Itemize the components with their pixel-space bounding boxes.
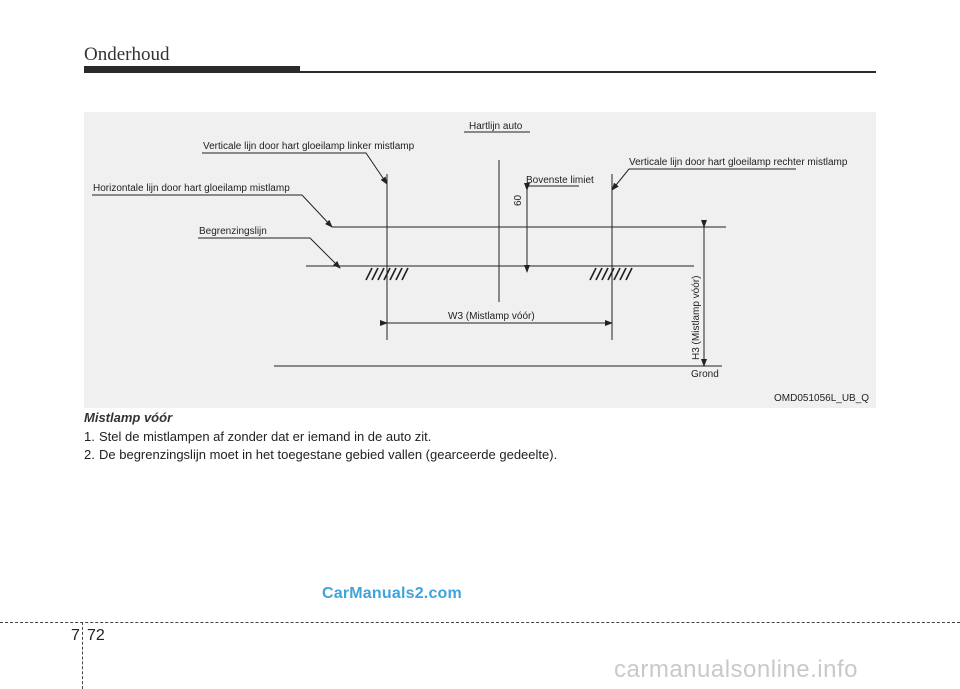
instruction-step-1: 1. Stel de mistlampen af zonder dat er ie… [84,429,431,444]
step-text: Stel de mistlampen af zonder dat er iema… [99,429,432,444]
page-number: 72 [87,627,105,644]
cutoff-leader [198,237,341,269]
vertical-left-label: Verticale lijn door hart gloeilamp linke… [203,141,415,152]
chapter-number: 7 [71,627,80,644]
site-watermark: carmanualsonline.info [614,656,858,683]
hatched-area-right [589,267,633,281]
step-number: 2. [84,447,95,462]
horizontal-label: Horizontale lijn door hart gloeilamp mis… [93,183,290,194]
footer-vertical-divider [82,622,83,689]
cutoff-label: Begrenzingslijn [199,226,267,237]
h3-label: H3 (Mistlamp vóór) [691,276,702,360]
figure-caption: Mistlamp vóór [84,410,173,425]
upper-limit-label: Bovenste limiet [526,175,594,186]
section-title: Onderhoud [84,44,170,65]
ground-label: Grond [691,369,719,380]
header-bar [84,66,300,73]
w3-label: W3 (Mistlamp vóór) [448,311,535,322]
instruction-step-2: 2. De begrenzingslijn moet in het toegest… [84,447,557,462]
centerline-label: Hartlijn auto [469,121,523,132]
horizontal-leader [92,194,333,228]
carmanuals-watermark-link[interactable]: CarManuals2.com [322,585,462,602]
header-rule [300,71,876,73]
step-text: De begrenzingslijn moet in het toegestan… [99,447,558,462]
footer-divider [0,622,960,623]
vertical-right-leader [611,168,796,191]
dim-60-label: 60 [513,194,524,206]
figure-code: OMD051056L_UB_Q [774,393,869,404]
step-number: 1. [84,429,95,444]
fog-lamp-aiming-diagram: 60 Bovenste limiet Hartlijn auto Vertica… [84,112,876,408]
diagram-svg: 60 Bovenste limiet Hartlijn auto Vertica… [92,121,869,404]
vertical-left-leader [202,152,388,185]
hatched-area-left [365,267,409,281]
vertical-right-label: Verticale lijn door hart gloeilamp recht… [629,157,848,168]
